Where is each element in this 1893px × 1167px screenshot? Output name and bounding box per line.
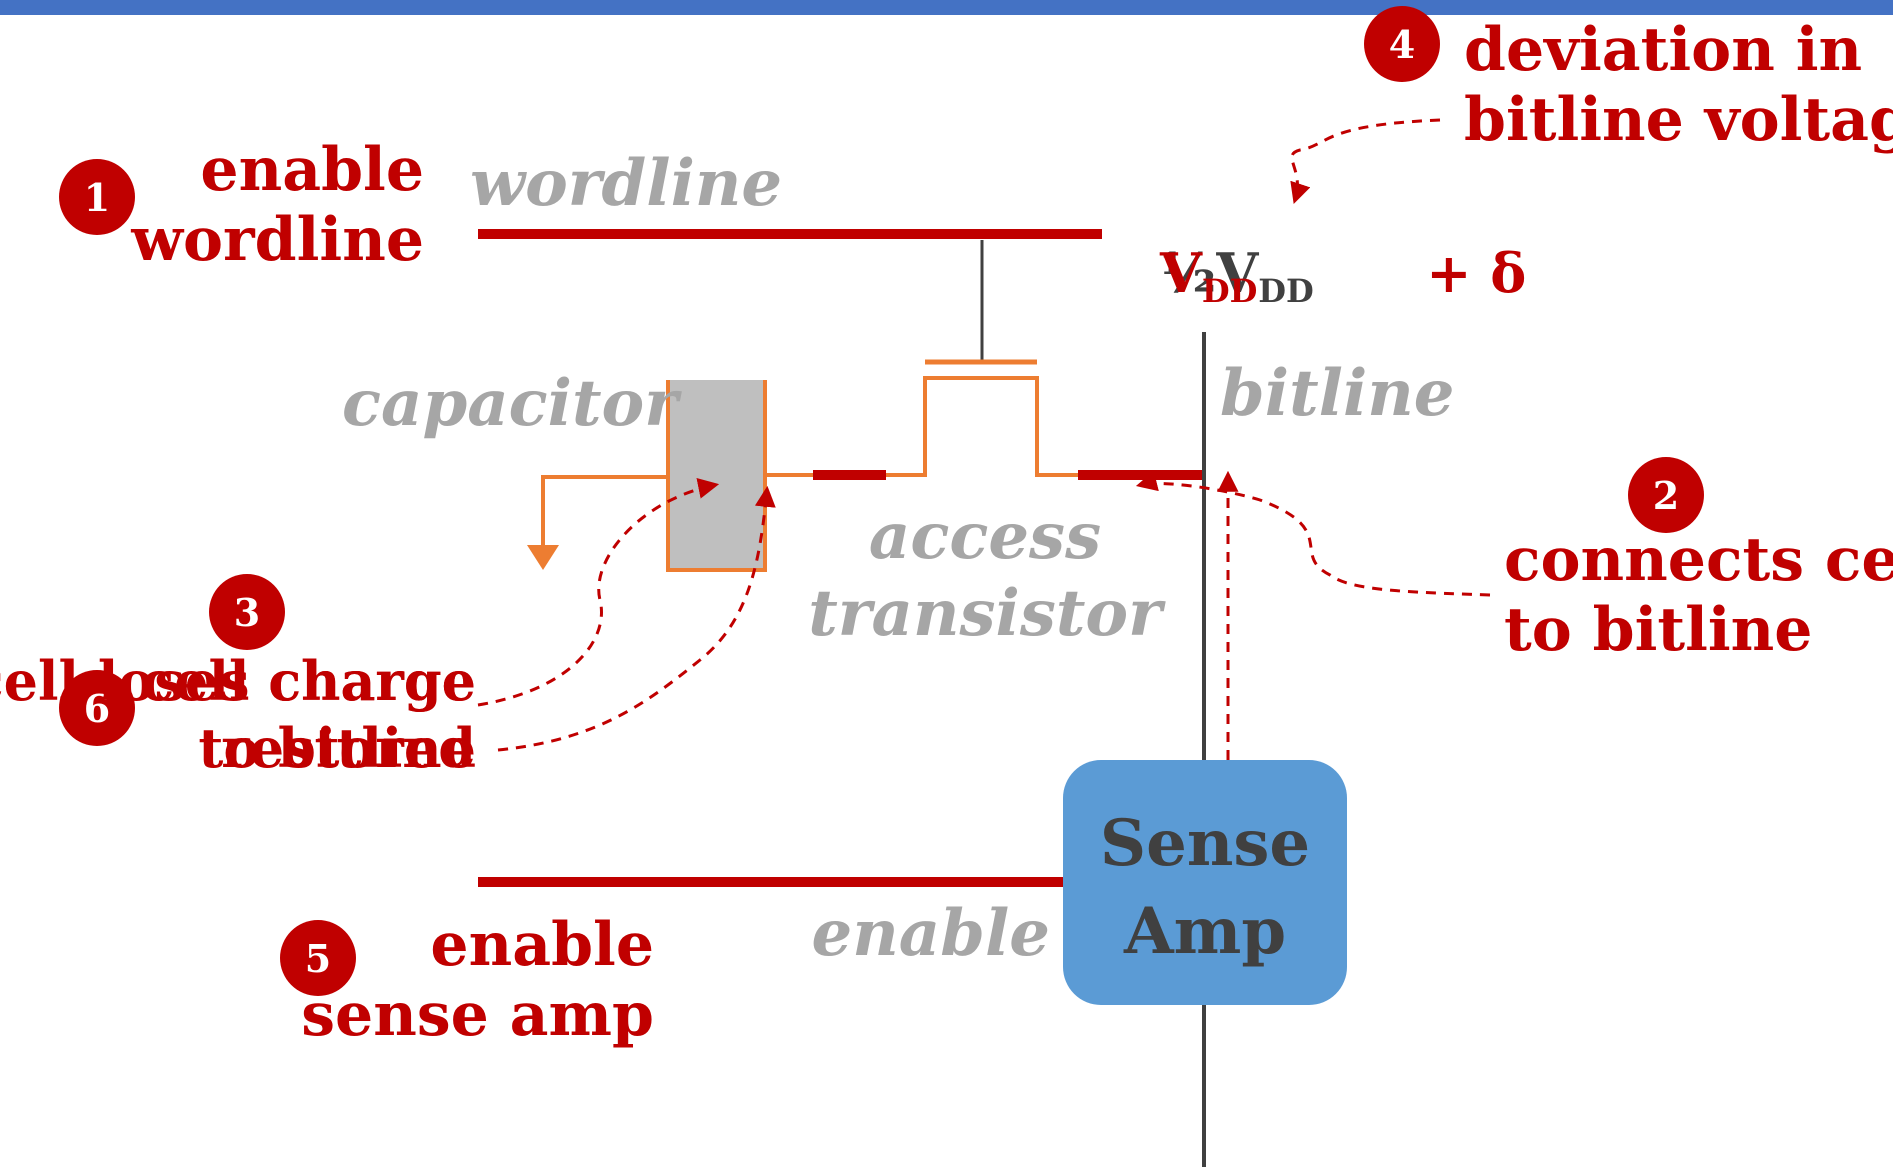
step-6-badge: 6 [59, 670, 135, 746]
svg-text:1: 1 [84, 175, 110, 220]
step-1-badge: 1 [59, 159, 135, 235]
step-3-line1: cell loses charge [0, 649, 476, 713]
step-1-line1: enable [200, 135, 424, 205]
step-2-line1: connects cell [1504, 525, 1893, 595]
wordline-label: wordline [470, 146, 782, 221]
step-6-line1: cell charge [141, 649, 476, 713]
arrow-restored [497, 485, 776, 752]
svg-text:3: 3 [234, 590, 260, 635]
vdd-delta-label: VDD + δ [1159, 241, 1526, 310]
step-2-line2: to bitline [1504, 595, 1812, 665]
capacitor-label: capacitor [342, 366, 682, 441]
transistor-label: transistor [808, 576, 1166, 651]
sense-amp [1063, 760, 1347, 1005]
ground-wire [541, 475, 668, 548]
arrow-deviation [1290, 118, 1441, 204]
arrow-cell-loses [477, 478, 720, 707]
step-2-badge: 2 [1628, 457, 1704, 533]
step-4-badge: 4 [1364, 6, 1440, 82]
step-6-line2: restored [221, 716, 476, 780]
svg-text:4: 4 [1389, 22, 1415, 67]
enable-label: enable [812, 896, 1051, 971]
capacitor [668, 380, 765, 570]
transistor-channel [810, 376, 1080, 477]
sense-amp-label-line2: Amp [1123, 894, 1286, 969]
access-label: access [869, 499, 1101, 574]
sense-amp-label-line1: Sense [1100, 806, 1310, 881]
bitline-label: bitline [1220, 356, 1455, 431]
step-3-line2: to bitline [198, 716, 476, 780]
svg-text:5: 5 [305, 936, 331, 981]
step-5-badge: 5 [280, 920, 356, 996]
half-vdd-label: ½VDD [1160, 241, 1314, 310]
step-5-line1: enable [430, 910, 654, 980]
step-3-badge: 3 [209, 574, 285, 650]
step-4-line1: deviation in [1464, 15, 1862, 85]
svg-text:2: 2 [1653, 473, 1679, 518]
svg-text:6: 6 [84, 686, 110, 731]
arrow-connects-cell [1135, 470, 1491, 597]
step-1-line2: wordline [130, 205, 424, 275]
ground-arrow-icon [527, 545, 559, 570]
step-5-line2: sense amp [301, 980, 654, 1050]
